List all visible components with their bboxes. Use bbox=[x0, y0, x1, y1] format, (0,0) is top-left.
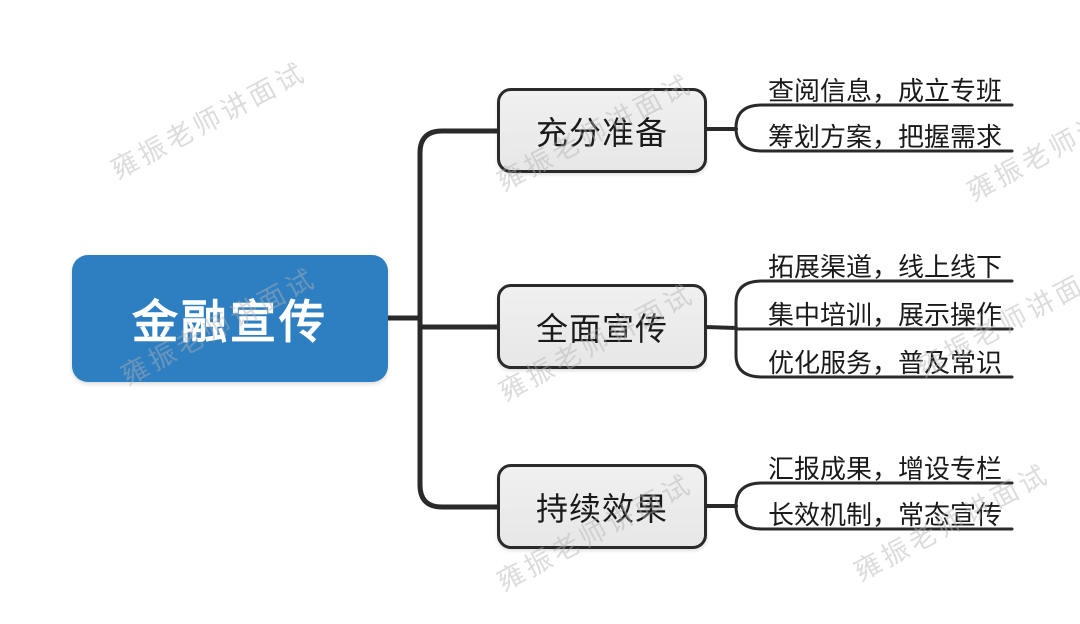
leaf-topic-label: 长效机制，常态宣传 bbox=[768, 500, 1003, 530]
leaf-topic: 优化服务，普及常识 bbox=[768, 341, 1016, 378]
leaf-topic-label: 拓展渠道，线上线下 bbox=[768, 252, 1003, 282]
leaf-topic-label: 优化服务，普及常识 bbox=[768, 348, 1003, 378]
branch2-leaf1-underline bbox=[734, 279, 1014, 331]
leaf-topic: 拓展渠道，线上线下 bbox=[768, 245, 1016, 282]
branch1-leaf1-underline bbox=[734, 103, 1014, 130]
leaf-topic: 汇报成果，增设专栏 bbox=[768, 447, 1016, 484]
root-node-label: 金融宣传 bbox=[132, 295, 328, 348]
trunk-to-branch3 bbox=[417, 315, 500, 510]
branch3-leaf1-underline bbox=[734, 481, 1014, 508]
branch1-leaf2-underline bbox=[734, 126, 1014, 153]
branch-node-publicity: 全面宣传 bbox=[497, 284, 707, 369]
trunk-to-branch1 bbox=[417, 128, 500, 321]
leaf-topic: 查阅信息，成立专班 bbox=[768, 69, 1016, 106]
leaf-topic-label: 筹划方案，把握需求 bbox=[768, 122, 1003, 152]
leaf-topic: 长效机制，常态宣传 bbox=[768, 493, 1016, 530]
branch2-leaf3-underline bbox=[734, 327, 1014, 379]
branch2-leaf-connector bbox=[703, 325, 738, 330]
leaf-topic-label: 汇报成果，增设专栏 bbox=[768, 454, 1003, 484]
branch-node-lasting-effect: 持续效果 bbox=[497, 464, 707, 549]
leaf-topic-label: 查阅信息，成立专班 bbox=[768, 76, 1003, 106]
leaf-topic: 集中培训，展示操作 bbox=[768, 293, 1016, 330]
branch3-leaf2-underline bbox=[734, 504, 1014, 531]
branch-node-label: 全面宣传 bbox=[535, 310, 668, 347]
branch-node-label: 充分准备 bbox=[535, 114, 668, 151]
leaf-topic-label: 集中培训，展示操作 bbox=[768, 300, 1003, 330]
root-node-financial-publicity: 金融宣传 bbox=[72, 255, 388, 382]
branch-node-label: 持续效果 bbox=[535, 490, 668, 527]
leaf-topic: 筹划方案，把握需求 bbox=[768, 115, 1016, 152]
branch-node-preparation: 充分准备 bbox=[497, 88, 707, 173]
